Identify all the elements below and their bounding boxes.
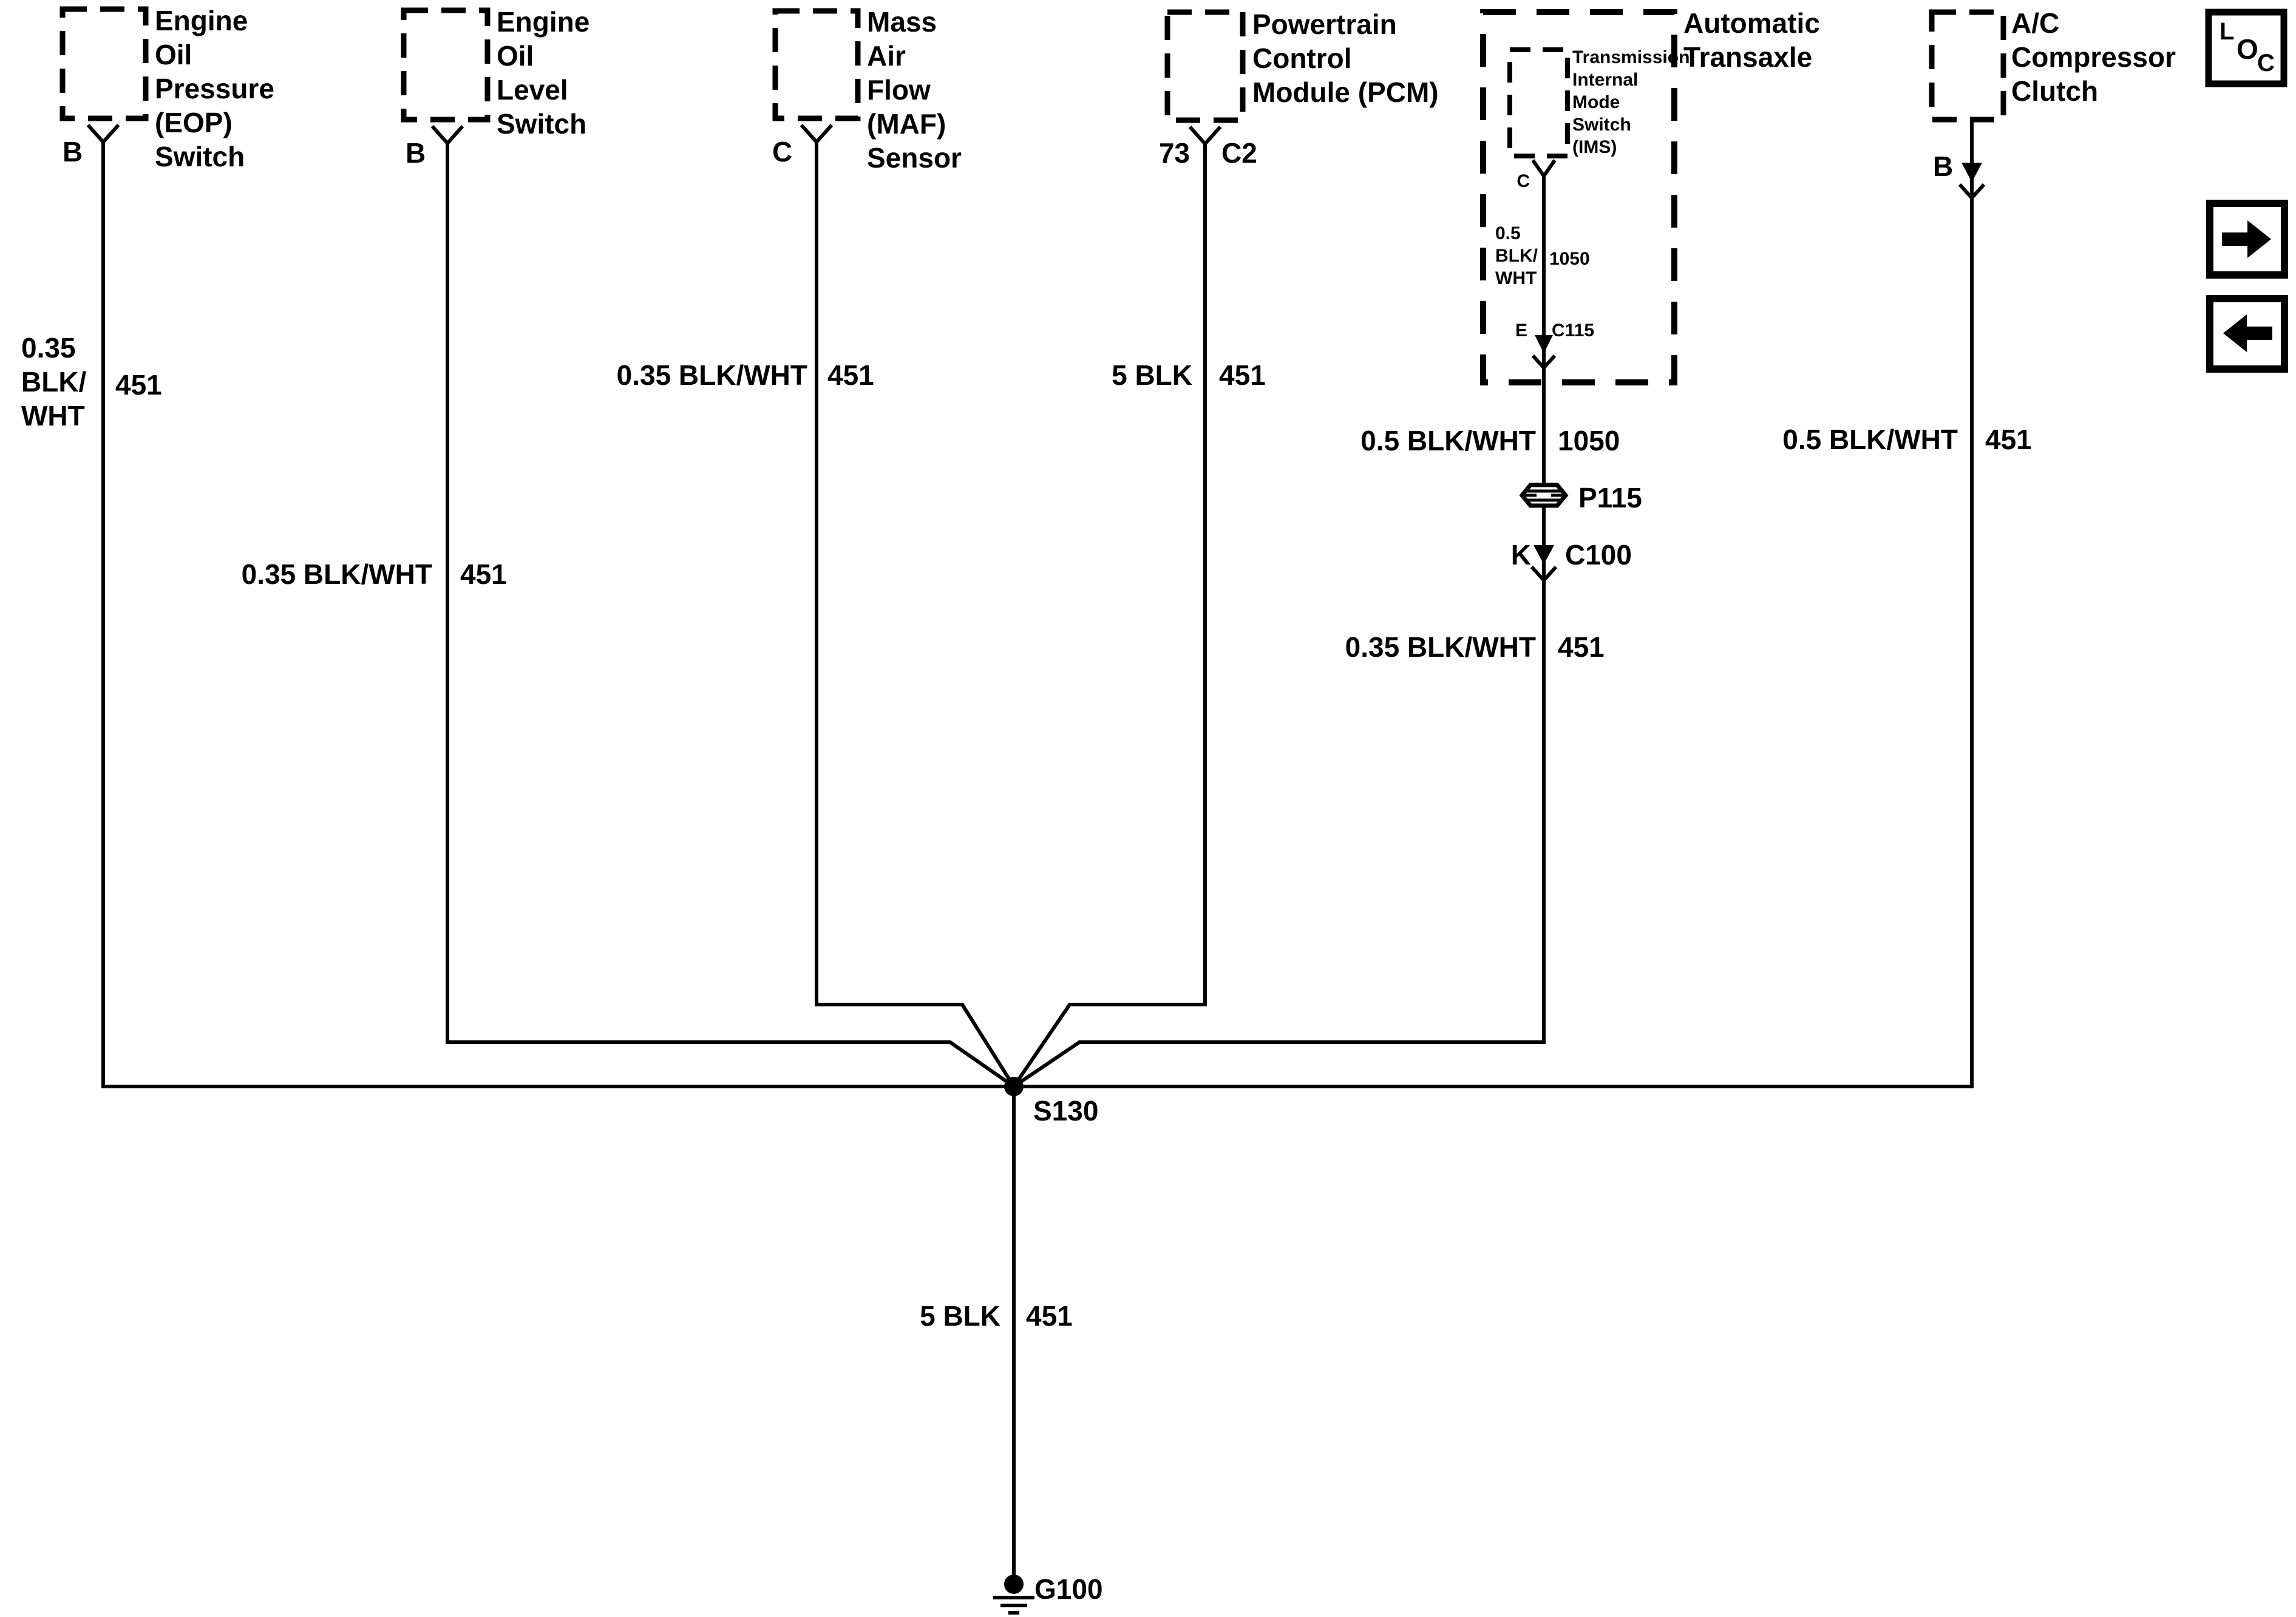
oil-level-wire-circuit: 451: [460, 558, 507, 590]
maf-pin-fork: [800, 124, 834, 145]
pcm-pin-label: 73: [1158, 137, 1190, 169]
left-arrow-icon: [2223, 314, 2272, 352]
pcm-ground-wire: [1012, 144, 1207, 1088]
ac-clutch-box: [1929, 9, 2006, 123]
ims-internal-wire-circuit: 1050: [1549, 249, 1590, 269]
ims-label: Transmission Internal Mode Switch (IMS): [1572, 47, 1690, 157]
pcm-pin-fork: [1188, 126, 1222, 147]
c115-pin-label: E: [1515, 320, 1527, 341]
next-page-button[interactable]: [2206, 200, 2288, 279]
pcm-wire-circuit: 451: [1219, 359, 1266, 391]
ground-wire-spec: 5 BLK: [920, 1300, 1000, 1332]
c115-connector-arrow: [1535, 335, 1553, 353]
ims-ground-wire: [1013, 177, 1546, 1088]
ims-pin-label: C: [1517, 171, 1530, 191]
c100-connector-chevron: [1530, 565, 1558, 583]
previous-page-button[interactable]: [2206, 295, 2288, 373]
ims-box: [1507, 47, 1570, 158]
g100-ground-symbol: [993, 1575, 1034, 1615]
oil-level-pin-fork: [430, 125, 464, 146]
pcm-wire-spec: 5 BLK: [1112, 359, 1192, 391]
ims-lower-wire-spec: 0.35 BLK/WHT: [1345, 631, 1536, 663]
s130-splice-label: S130: [1033, 1095, 1099, 1127]
maf-ground-wire: [815, 142, 1016, 1088]
eop-wire-circuit: 451: [115, 369, 162, 401]
maf-sensor-label: Mass Air Flow (MAF) Sensor: [867, 6, 962, 174]
c100-connector-label: C100: [1565, 539, 1632, 571]
oil-level-wire-spec: 0.35 BLK/WHT: [241, 558, 432, 590]
ims-wire-circuit: 1050: [1558, 425, 1620, 456]
pcm-label: Powertrain Control Module (PCM): [1252, 8, 1439, 108]
eop-pin-fork: [86, 124, 120, 145]
maf-wire-circuit: 451: [827, 359, 874, 391]
g100-ground-label: G100: [1034, 1573, 1103, 1605]
maf-wire-spec: 0.35 BLK/WHT: [616, 359, 807, 391]
pcm-box: [1164, 9, 1246, 123]
ac-connector-arrow: [1961, 163, 1982, 182]
maf-pin-label: C: [772, 136, 793, 168]
ims-wire-spec: 0.5 BLK/WHT: [1360, 425, 1536, 456]
loc-letter-l: L: [2220, 18, 2235, 45]
ac-clutch-wire-circuit: 451: [1985, 424, 2032, 455]
loc-letter-c: C: [2257, 50, 2275, 76]
ac-connector-chevron: [1958, 183, 1986, 201]
c100-pin-label: K: [1510, 539, 1531, 571]
ac-clutch-pin-label: B: [1933, 151, 1954, 182]
oil-level-ground-wire: [446, 143, 1015, 1088]
ac-clutch-label: A/C Compressor Clutch: [2011, 7, 2176, 107]
c115-connector-label: C115: [1552, 320, 1595, 341]
ac-clutch-wire-spec: 0.5 BLK/WHT: [1782, 424, 1958, 455]
right-arrow-icon: [2222, 220, 2271, 258]
maf-sensor-box: [772, 8, 861, 121]
pcm-connector-label: C2: [1221, 137, 1257, 169]
eop-ground-wire: [101, 141, 1005, 1088]
eop-switch-label: Engine Oil Pressure (EOP) Switch: [155, 5, 274, 172]
eop-pin-label: B: [63, 136, 83, 168]
loc-badge-box[interactable]: [2205, 8, 2288, 87]
loc-letter-o: O: [2237, 33, 2258, 65]
oil-level-switch-label: Engine Oil Level Switch: [497, 6, 590, 140]
eop-wire-spec: 0.35 BLK/ WHT: [21, 332, 87, 432]
ims-pin-fork: [1531, 159, 1557, 180]
automatic-transaxle-box: [1480, 9, 1677, 385]
oil-level-switch-box: [401, 7, 491, 123]
ims-internal-wire-spec: 0.5 BLK/ WHT: [1495, 223, 1538, 288]
c100-connector-arrow: [1533, 545, 1554, 564]
automatic-transaxle-label: Automatic Transaxle: [1683, 7, 1820, 73]
s130-splice-dot: [1004, 1077, 1024, 1096]
p115-grommet-symbol: [1519, 483, 1569, 508]
ims-lower-wire-circuit: 451: [1558, 631, 1605, 663]
c115-connector-chevron: [1531, 354, 1557, 371]
ground-wire-circuit: 451: [1026, 1300, 1073, 1332]
oil-level-pin-label: B: [406, 137, 426, 169]
ac-clutch-ground-wire: [1024, 120, 1974, 1088]
p115-grommet-label: P115: [1578, 482, 1642, 514]
eop-switch-box: [59, 6, 149, 121]
